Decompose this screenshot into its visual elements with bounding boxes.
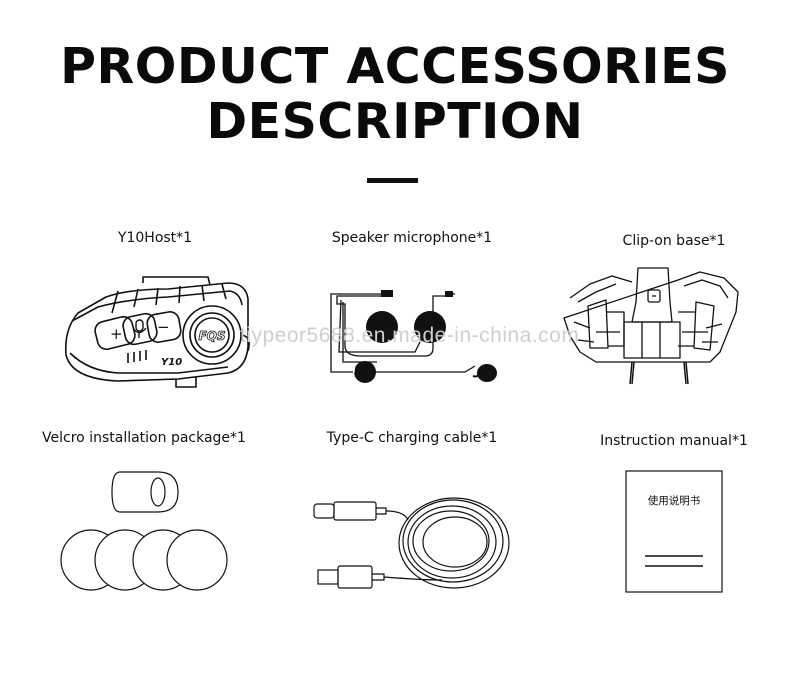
- watermark-text: tiypeor5688.en.made-in-china.com: [240, 324, 580, 347]
- bluetooth-intercom-device-icon: + − FQS Y10: [64, 276, 250, 388]
- label-speaker-microphone: Speaker microphone*1: [331, 230, 493, 246]
- title-divider: [367, 178, 418, 183]
- page-title-line-1: PRODUCT ACCESSORIES: [60, 38, 730, 95]
- manual-cover-text: 使用说明书: [648, 494, 701, 507]
- page-title-line-2: DESCRIPTION: [206, 93, 584, 150]
- label-clip-on-base: Clip-on base*1: [622, 233, 726, 249]
- plus-glyph: +: [110, 325, 123, 343]
- device-logo: FQS: [198, 329, 225, 343]
- clip-mount-base-icon: [563, 267, 739, 385]
- device-model: Y10: [161, 357, 182, 368]
- label-velcro-package: Velcro installation package*1: [42, 430, 246, 446]
- label-instruction-manual: Instruction manual*1: [600, 433, 748, 449]
- label-type-c-cable: Type-C charging cable*1: [326, 430, 498, 446]
- label-host: Y10Host*1: [117, 230, 193, 246]
- headset-speakers-microphone-icon: [330, 290, 497, 383]
- instruction-manual-icon: 使用说明书: [625, 470, 723, 593]
- velcro-pads-icon: [60, 471, 228, 591]
- minus-glyph: −: [157, 318, 170, 336]
- usb-type-c-cable-icon: [313, 497, 510, 589]
